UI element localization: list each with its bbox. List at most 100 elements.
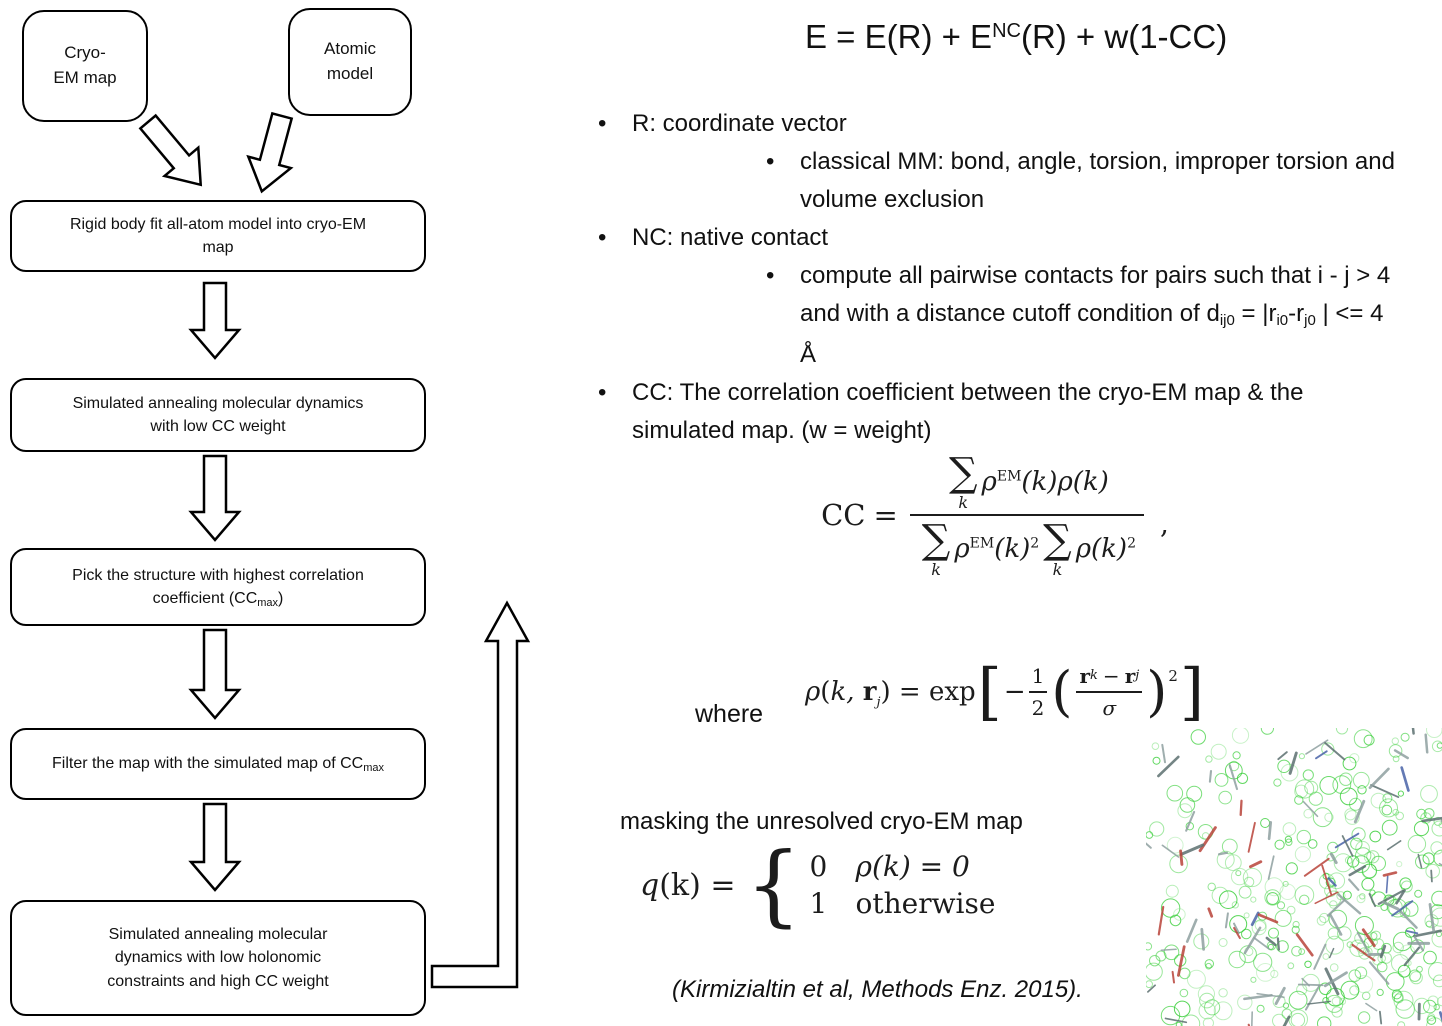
flow-box-atomic-model: Atomic model <box>288 8 412 116</box>
curly-brace: { <box>745 833 802 936</box>
text-subscript: j0 <box>1304 312 1316 329</box>
paren: ) <box>880 677 891 707</box>
arrow-feedback-loop <box>430 600 531 989</box>
squared-superscript: 2 <box>1127 534 1136 551</box>
molecular-structure-image <box>1138 710 1442 1026</box>
rho-symbol: ρ <box>1075 533 1092 564</box>
case-condition: ρ(k) = 0 <box>855 850 970 884</box>
cc-equation: CC = ∑k ρEM(k)ρ(k) ∑k ρEM(k)2 ∑k ρ(k)2 , <box>775 452 1215 578</box>
sum-index: k <box>958 493 969 512</box>
em-superscript: EM <box>996 467 1022 484</box>
energy-equation: E = E(R) + ENC(R) + w(1-CC) <box>805 18 1227 56</box>
sigma-glyph: ∑ <box>921 517 951 563</box>
label-text: Simulated annealing molecular dynamics w… <box>107 926 329 990</box>
arrow-model-to-fit <box>246 111 294 194</box>
label-subscript: max <box>257 597 279 609</box>
q-symbol: q <box>640 867 660 903</box>
equals-sign: = <box>873 498 898 532</box>
bullet-marker: • <box>598 110 607 137</box>
label-line: EM map <box>53 68 117 87</box>
arrow-step2-step3 <box>188 454 242 542</box>
minus-sign: − <box>1102 664 1120 688</box>
bullet-text: classical MM: bond, angle, torsion, impr… <box>800 148 1395 213</box>
label-line: Cryo- <box>64 43 106 63</box>
of-k: (k) <box>1021 466 1058 497</box>
fraction-bar <box>909 514 1144 516</box>
paren: ( <box>820 677 831 707</box>
left-bracket: [ <box>977 655 1002 729</box>
bullet-marker: • <box>598 224 607 251</box>
denominator-terms: ρEM(k)2 <box>954 534 1039 564</box>
r-vector: r <box>1124 664 1136 688</box>
label-text: Pick the structure with highest correlat… <box>72 566 364 607</box>
label-subscript: max <box>363 762 384 775</box>
q-lhs: q(k) = <box>640 868 735 903</box>
of-k-equals: (k) = <box>659 867 736 903</box>
flow-box-sa-md-high-cc: Simulated annealing molecular dynamics w… <box>10 900 426 1016</box>
flow-box-rigid-body-fit: Rigid body fit all-atom model into cryo-… <box>10 200 426 272</box>
citation: (Kirmizialtin et al, Methods Enz. 2015). <box>672 976 1083 1003</box>
flow-box-label: Cryo- EM map <box>53 41 116 90</box>
flow-box-label: Simulated annealing molecular dynamics w… <box>89 923 347 993</box>
bullet-list: • R: coordinate vector • classical MM: b… <box>598 105 1442 450</box>
flow-box-sa-md-low-cc: Simulated annealing molecular dynamics w… <box>10 378 426 452</box>
bullet-nc-sub: • compute all pairwise contacts for pair… <box>766 257 1442 374</box>
rho-symbol: ρ <box>954 533 970 564</box>
rho-lhs: ρ(k, rj) = exp <box>805 677 976 709</box>
flow-box-cryo-em-map: Cryo- EM map <box>22 10 148 122</box>
rho-symbol: ρ <box>805 677 821 707</box>
label-text: ) <box>278 590 284 607</box>
equation-text: (R) + w(1-CC) <box>1020 18 1228 55</box>
case-row: 0 ρ(k) = 0 <box>809 850 995 883</box>
text-subscript: ij0 <box>1219 312 1235 329</box>
case-value: 1 <box>809 887 828 921</box>
bullet-marker: • <box>766 148 775 175</box>
equation-text: E = E(R) + E <box>805 18 993 55</box>
k-argument: k, <box>830 677 855 707</box>
sum-symbol: ∑k <box>1043 519 1072 578</box>
numerator-terms: ρEM(k)ρ(k) <box>982 467 1109 497</box>
arrow-step3-step4 <box>188 628 242 720</box>
sigma-symbol: σ <box>1102 696 1117 720</box>
rho-symbol: ρ <box>1057 466 1073 497</box>
where-label: where <box>695 700 764 728</box>
flow-box-label: Pick the structure with highest correlat… <box>59 564 377 610</box>
bullet-cc: • CC: The correlation coefficient betwee… <box>598 374 1442 450</box>
bullet-marker: • <box>598 379 607 406</box>
arrow-step4-step5 <box>188 802 242 892</box>
bullet-text: CC: The correlation coefficient between … <box>632 379 1304 444</box>
left-paren: ( <box>1051 659 1073 723</box>
text-segment: compute all pairwise contacts for pairs … <box>800 262 1391 327</box>
sigma-glyph: ∑ <box>948 450 978 496</box>
sum-symbol: ∑k <box>922 519 951 578</box>
fraction-bar <box>1028 691 1048 693</box>
bullet-marker: • <box>766 262 775 289</box>
sum-index: k <box>1052 560 1063 579</box>
text-segment: -r <box>1288 300 1305 327</box>
flow-box-label: Atomic model <box>324 37 376 86</box>
right-bracket: ] <box>1179 655 1205 729</box>
text-subscript: i0 <box>1276 312 1289 329</box>
squared-superscript: 2 <box>1030 534 1040 551</box>
flow-box-filter-map: Filter the map with the simulated map of… <box>10 728 426 800</box>
label-line: model <box>326 64 374 83</box>
equation-superscript: NC <box>992 20 1021 42</box>
rho-symbol: ρ <box>981 466 997 497</box>
sigma-glyph: ∑ <box>1043 517 1072 563</box>
numerator: 1 <box>1031 664 1045 688</box>
bullet-text: compute all pairwise contacts for pairs … <box>800 257 1406 374</box>
r-vector: r <box>1079 664 1091 688</box>
masking-caption: masking the unresolved cryo-EM map <box>620 808 1023 835</box>
of-k: (k) <box>1072 466 1109 497</box>
case-value: 0 <box>809 850 828 884</box>
arrow-step1-step2 <box>188 281 242 360</box>
label-line: Atomic <box>324 39 376 59</box>
flow-box-label: Simulated annealing molecular dynamics w… <box>57 392 379 438</box>
flow-box-label: Rigid body fit all-atom model into cryo-… <box>59 213 377 259</box>
of-k: (k) <box>994 533 1031 564</box>
r-vector: r <box>862 677 877 707</box>
label-text: Filter the map with the simulated map of… <box>51 755 364 773</box>
